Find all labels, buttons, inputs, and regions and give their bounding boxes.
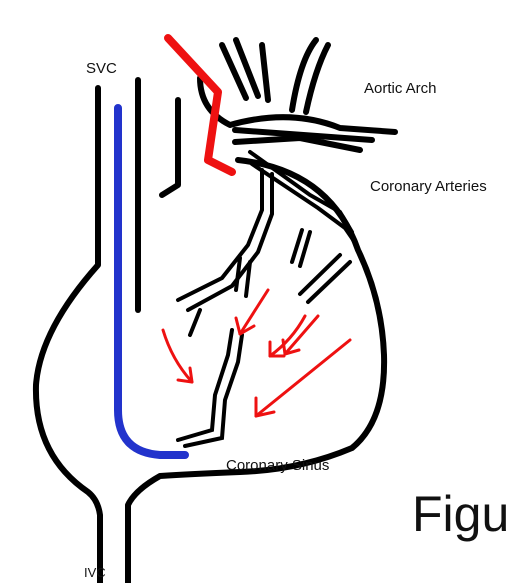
svc-left-wall [36,88,100,583]
coronary-branch-mid-a [292,230,302,262]
ascending-inner-wall [162,100,178,195]
aortic-arch-label: Aortic Arch [364,80,437,97]
svc-blue-line [118,108,185,455]
flow-arrow-1 [163,330,192,382]
arch-branch-4 [292,40,316,110]
coronary-branch-left-short [190,310,200,335]
svc-label: SVC [86,60,117,77]
coronary-artery-left-b [252,164,356,244]
figure-caption-fragment: Figu [412,485,509,543]
arch-branch-3 [262,45,268,100]
ivc-label: IVC [84,565,106,580]
coronary-arteries-label: Coronary Arteries [370,178,487,195]
coronary-branch-a [236,258,240,290]
coronary-sinus-label: Coronary Sinus [226,457,329,474]
